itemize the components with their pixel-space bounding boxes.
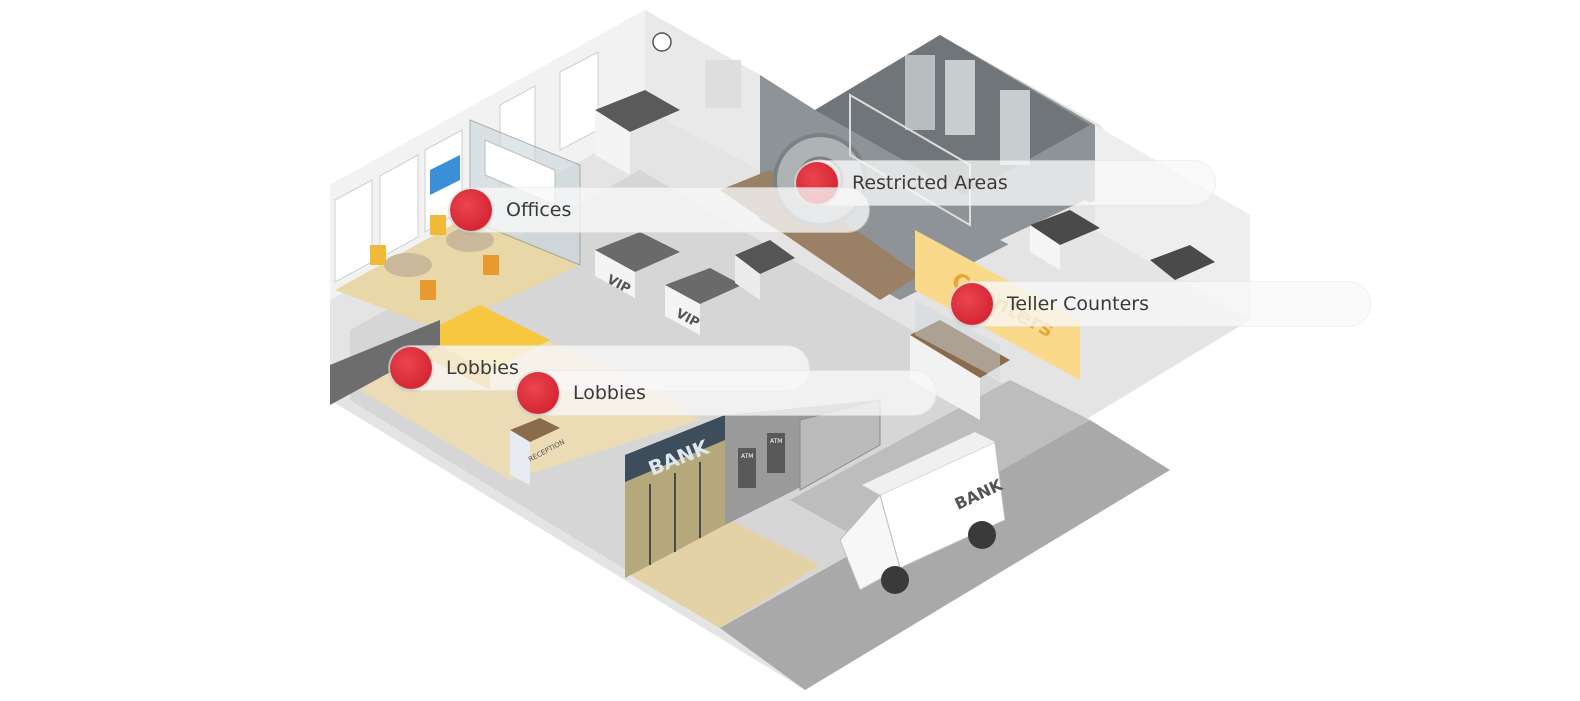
marker-icon [517,372,559,414]
meeting-table-2 [446,228,494,252]
deposit-boxes [1000,90,1030,165]
reception-desk-top [510,418,560,442]
hotspot-label: Offices [506,199,572,221]
meeting-table-1 [384,253,432,277]
hotspot-label: Lobbies [446,357,519,379]
truck-wheel [968,521,996,549]
marker-icon [390,347,432,389]
street [720,420,1170,690]
printer-counter [735,240,795,274]
clock-icon [652,32,672,52]
deposit-boxes [945,60,975,135]
manager-desk-front [595,110,630,175]
chair [483,255,499,275]
manager-desk [595,90,680,132]
notice-board [705,60,741,108]
office-window-2 [379,154,419,259]
vip-desk-1 [595,232,680,272]
chair [430,215,446,235]
printer-counter-front [735,255,760,300]
chair [370,245,386,265]
map-board [430,155,460,195]
office-floor [335,215,580,330]
deposit-boxes [905,55,935,130]
reception-desk-front [510,430,530,485]
vault-gate [849,93,971,227]
atm-2 [767,433,785,473]
atm-1-sign: ATM [741,453,753,460]
truck-body-top [862,432,995,495]
vip-desk-1-front [595,250,635,298]
vip-desk-2 [665,268,742,304]
entrance-floor [630,520,820,628]
marker-icon [951,283,993,325]
hotspot-label: Restricted Areas [852,172,1008,194]
hotspot-lobbies-2[interactable]: Lobbies [516,371,936,415]
teller-glass [915,300,1000,380]
chair [420,280,436,300]
hotspot-label: Lobbies [573,382,646,404]
hotspot-offices[interactable]: Offices [449,188,869,232]
hotspot-teller-counters[interactable]: Teller Counters [950,282,1370,326]
back-office-wall [645,10,760,170]
bank-sign-board [625,415,725,482]
hotspot-label: Teller Counters [1007,293,1149,315]
right-office-desk-front [1030,225,1060,270]
right-office-desk [1030,210,1100,245]
front-wall-left [330,320,440,405]
right-office-desk-2 [1150,245,1215,280]
truck-wheel [881,566,909,594]
atm-2-sign: ATM [770,438,782,445]
marker-icon [450,189,492,231]
teller-counter-front [910,335,980,420]
vip-desk-2-front [665,285,700,335]
atm-1 [738,448,756,488]
